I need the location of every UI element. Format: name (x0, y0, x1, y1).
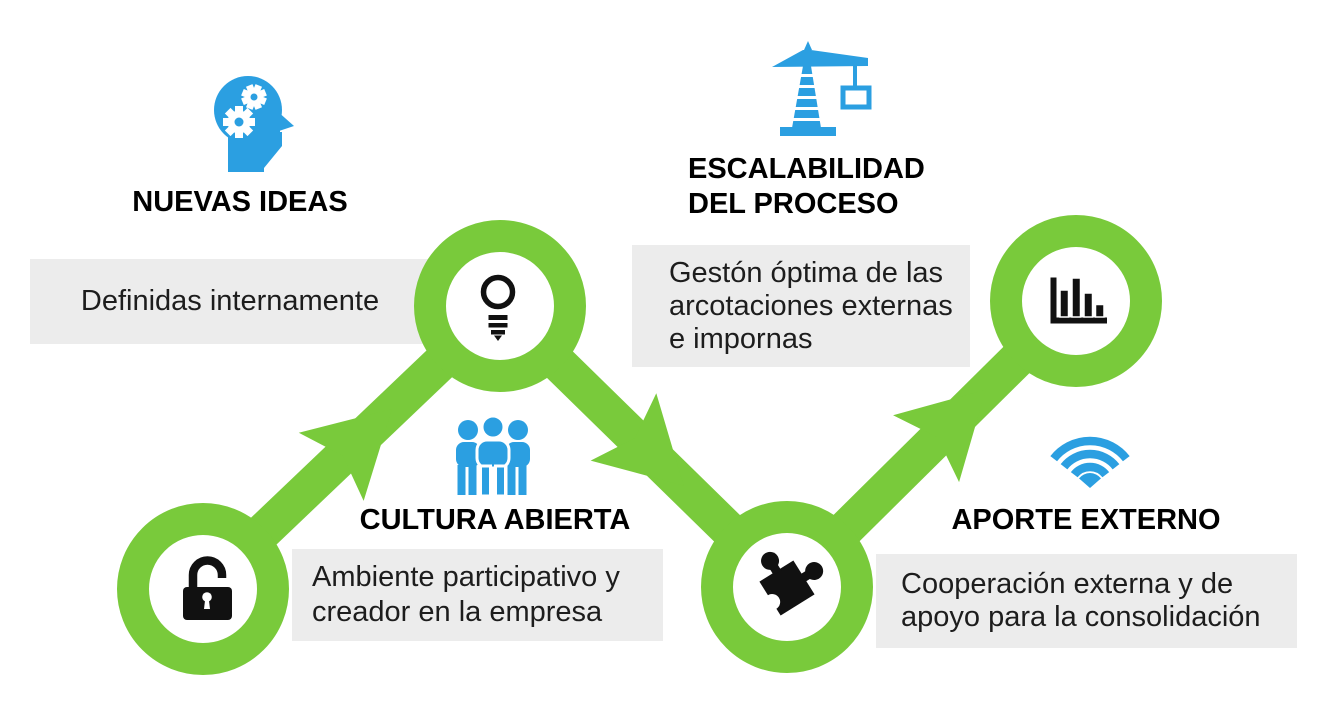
callout-gestion-line2: arcotaciones externas (669, 289, 953, 322)
callout-gestion: Gestón óptima de las arcotaciones extern… (632, 245, 970, 367)
title-aporte-externo: APORTE EXTERNO (951, 504, 1221, 536)
callout-cooperacion-line1: Cooperación externa y de (901, 568, 1234, 600)
node-circle-2 (414, 220, 586, 392)
callout-definidas: Definidas internamente (30, 259, 430, 344)
callout-ambiente-line1: Ambiente participativo y (312, 560, 620, 593)
unlocked-padlock-icon (183, 556, 232, 620)
callout-definidas-line1: Definidas internamente (80, 285, 380, 317)
title-escalabilidad-line1: ESCALABILIDAD (688, 153, 925, 185)
callout-cooperacion: Cooperación externa y de apoyo para la c… (876, 554, 1297, 648)
callout-gestion-line1: Gestón óptima de las (669, 256, 944, 289)
callout-ambiente-line2: creador en la empresa (312, 596, 603, 628)
head-gears-icon (214, 76, 294, 172)
title-nuevas-ideas: NUEVAS IDEAS (132, 186, 348, 218)
people-group-icon (456, 414, 530, 498)
title-cultura-abierta: CULTURA ABIERTA (359, 504, 631, 536)
light-bulb-icon (480, 274, 516, 341)
tower-crane-icon (772, 41, 872, 136)
callout-ambiente: Ambiente participativo y creador en la e… (292, 549, 663, 641)
callout-cooperacion-line2: apoyo para la consolidación (901, 601, 1261, 633)
bar-chart-icon (1050, 277, 1107, 324)
title-escalabilidad-del-proceso: ESCALABILIDAD DEL PROCESO (688, 152, 925, 222)
node-circle-4 (990, 215, 1162, 387)
arrow-3 (893, 389, 986, 483)
title-escalabilidad-line2: DEL PROCESO (688, 188, 899, 220)
wifi-icon (1050, 436, 1130, 488)
arrow-2 (590, 393, 684, 486)
arrow-1 (298, 408, 393, 501)
puzzle-piece-icon (759, 551, 824, 616)
node-circle-1 (117, 503, 289, 675)
callout-gestion-line3: e impornas (669, 322, 813, 355)
node-circle-3 (701, 501, 873, 673)
